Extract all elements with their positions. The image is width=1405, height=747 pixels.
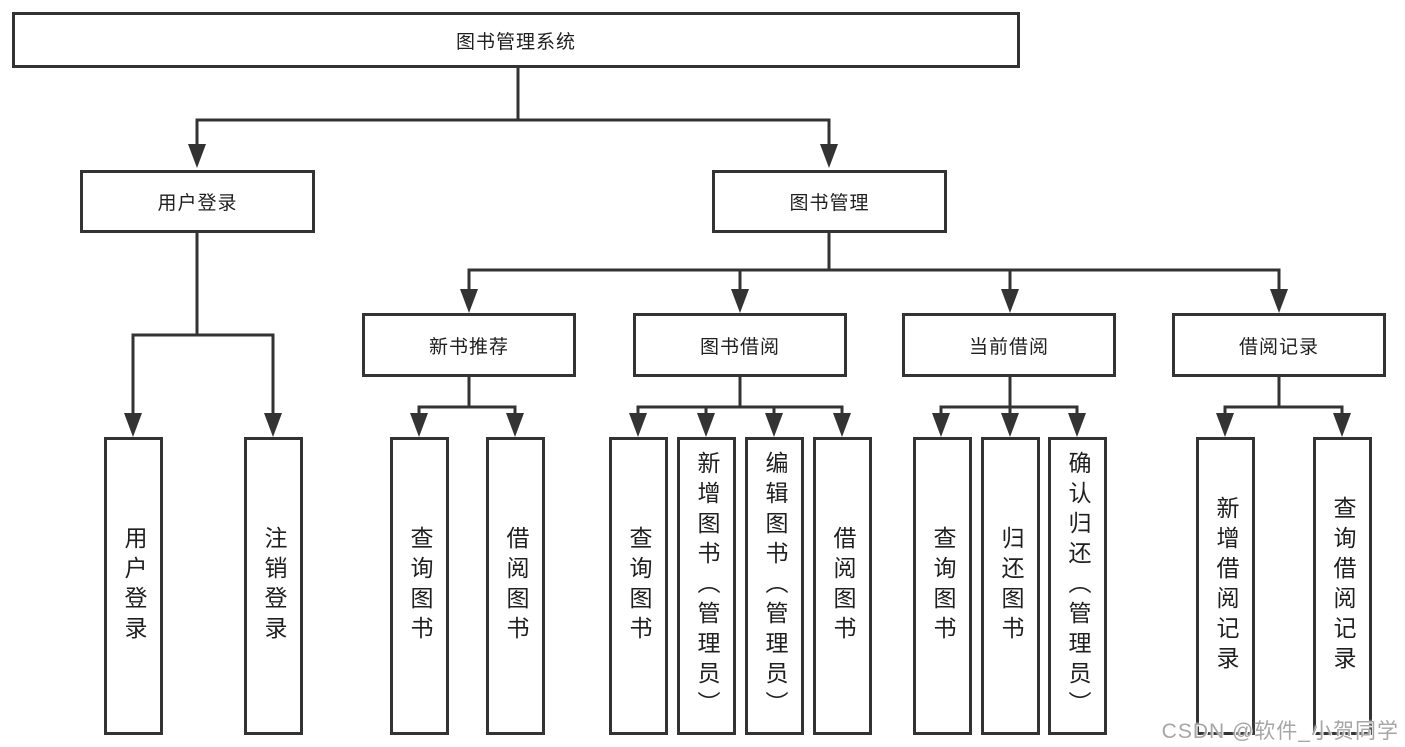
leaf-label: 归还图书 (998, 526, 1024, 646)
leaf-label: 查询借阅记录 (1330, 496, 1356, 676)
leaf-query-books-current: 查询图书 (913, 437, 972, 735)
node-current-borrowing: 当前借阅 (902, 313, 1116, 377)
leaf-label: 新增图书（管理员） (694, 451, 720, 721)
leaf-label: 借阅图书 (503, 526, 529, 646)
leaf-query-books-borrowing: 查询图书 (609, 437, 668, 735)
leaf-label: 查询图书 (407, 526, 433, 646)
arrowhead-down-icon (1068, 413, 1086, 437)
arrowhead-down-icon (932, 413, 950, 437)
leaf-user-login: 用户登录 (104, 437, 163, 735)
node-label: 图书借阅 (699, 336, 780, 358)
arrowhead-down-icon (1001, 413, 1019, 437)
leaf-query-books-recommend: 查询图书 (390, 437, 449, 735)
node-label: 借阅记录 (1238, 336, 1319, 358)
leaf-confirm-return-admin: 确认归还（管理员） (1048, 437, 1107, 735)
arrowhead-down-icon (833, 413, 851, 437)
arrowhead-down-icon (410, 413, 428, 437)
node-label: 图书管理 (789, 193, 870, 214)
leaf-edit-book-admin: 编辑图书（管理员） (745, 437, 804, 735)
leaf-borrow-books-recommend: 借阅图书 (486, 437, 545, 735)
node-new-book-recommend: 新书推荐 (362, 313, 576, 377)
leaf-label: 新增借阅记录 (1213, 496, 1239, 676)
leaf-label: 查询图书 (930, 526, 956, 646)
node-label: 当前借阅 (968, 336, 1049, 358)
node-borrowing-records: 借阅记录 (1172, 313, 1386, 377)
node-label: 用户登录 (157, 193, 238, 214)
leaf-add-book-admin: 新增图书（管理员） (677, 437, 736, 735)
arrowhead-down-icon (1001, 289, 1019, 313)
leaf-query-borrow-record: 查询借阅记录 (1313, 437, 1372, 735)
arrowhead-down-icon (731, 289, 749, 313)
arrowhead-down-icon (264, 413, 282, 437)
arrowhead-down-icon (765, 413, 783, 437)
leaf-add-borrow-record: 新增借阅记录 (1196, 437, 1255, 735)
leaf-logout: 注销登录 (244, 437, 303, 735)
arrowhead-down-icon (188, 144, 206, 168)
arrowhead-down-icon (1270, 289, 1288, 313)
node-user-login: 用户登录 (80, 170, 315, 233)
arrowhead-down-icon (629, 413, 647, 437)
leaf-label: 用户登录 (121, 526, 147, 646)
leaf-return-books: 归还图书 (981, 437, 1040, 735)
node-book-borrowing: 图书借阅 (633, 313, 847, 377)
arrowhead-down-icon (1216, 413, 1234, 437)
arrowhead-down-icon (460, 289, 478, 313)
node-label: 新书推荐 (428, 336, 509, 358)
arrowhead-down-icon (820, 144, 838, 168)
node-book-management: 图书管理 (712, 170, 947, 233)
leaf-label: 注销登录 (261, 526, 287, 646)
leaf-label: 编辑图书（管理员） (762, 451, 788, 721)
leaf-borrow-books: 借阅图书 (813, 437, 872, 735)
arrowhead-down-icon (124, 413, 142, 437)
root-node-label: 图书管理系统 (455, 31, 576, 53)
leaf-label: 借阅图书 (830, 526, 856, 646)
arrowhead-down-icon (506, 413, 524, 437)
root-node-library-system: 图书管理系统 (12, 12, 1020, 68)
watermark-csdn: CSDN @软件_小贺同学 (1161, 720, 1399, 743)
arrowhead-down-icon (1333, 413, 1351, 437)
leaf-label: 查询图书 (626, 526, 652, 646)
arrowhead-down-icon (697, 413, 715, 437)
leaf-label: 确认归还（管理员） (1065, 451, 1091, 721)
